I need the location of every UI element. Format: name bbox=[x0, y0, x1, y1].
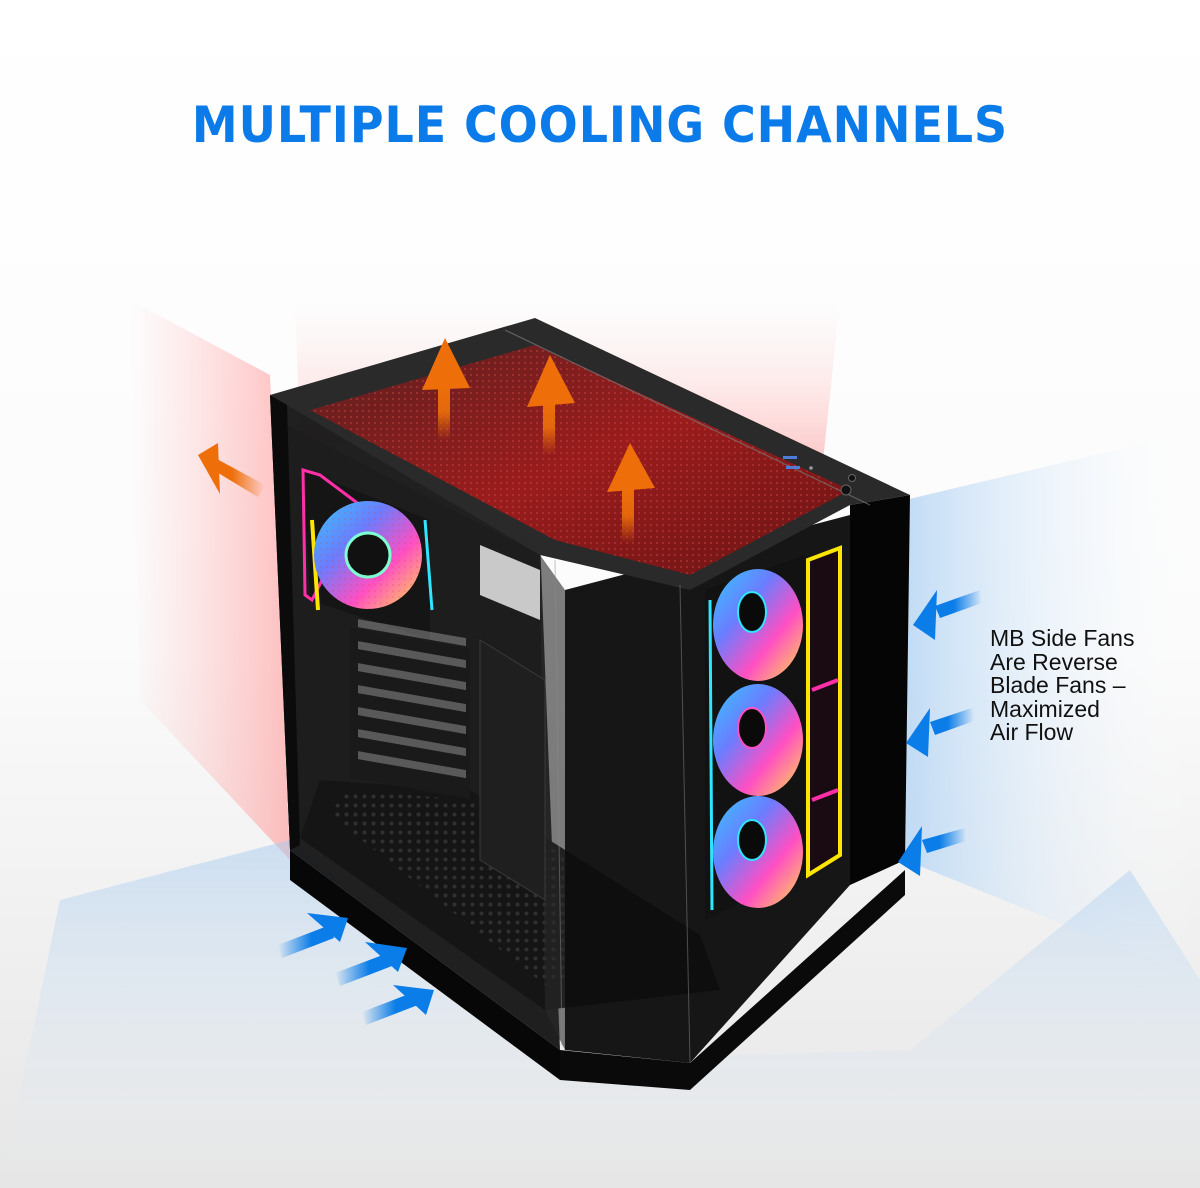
arrow-up-right-icon bbox=[362, 985, 434, 1025]
intake-zone bbox=[0, 430, 1200, 1188]
front-io-ports bbox=[783, 456, 856, 496]
intake-arrows-side bbox=[898, 590, 982, 876]
arrow-up-icon bbox=[422, 338, 470, 440]
headline: MULTIPLE COOLING CHANNELS bbox=[191, 96, 1009, 154]
side-fans bbox=[705, 545, 842, 920]
arrow-down-left-icon bbox=[906, 708, 974, 757]
rear-fan bbox=[301, 467, 434, 640]
pci-slots bbox=[350, 619, 470, 799]
arrow-up-icon bbox=[607, 443, 655, 543]
arrow-down-left-icon bbox=[913, 590, 982, 640]
arrow-down-left-icon bbox=[898, 826, 966, 876]
intake-arrows-bottom bbox=[278, 913, 434, 1025]
exhaust-arrows bbox=[198, 338, 655, 543]
fan-annotation: MB Side Fans Are Reverse Blade Fans – Ma… bbox=[990, 625, 1135, 745]
arrow-up-right-icon bbox=[278, 913, 348, 958]
arrow-up-left-icon bbox=[198, 443, 265, 497]
arrow-up-icon bbox=[527, 355, 575, 455]
arrow-up-right-icon bbox=[335, 942, 407, 986]
